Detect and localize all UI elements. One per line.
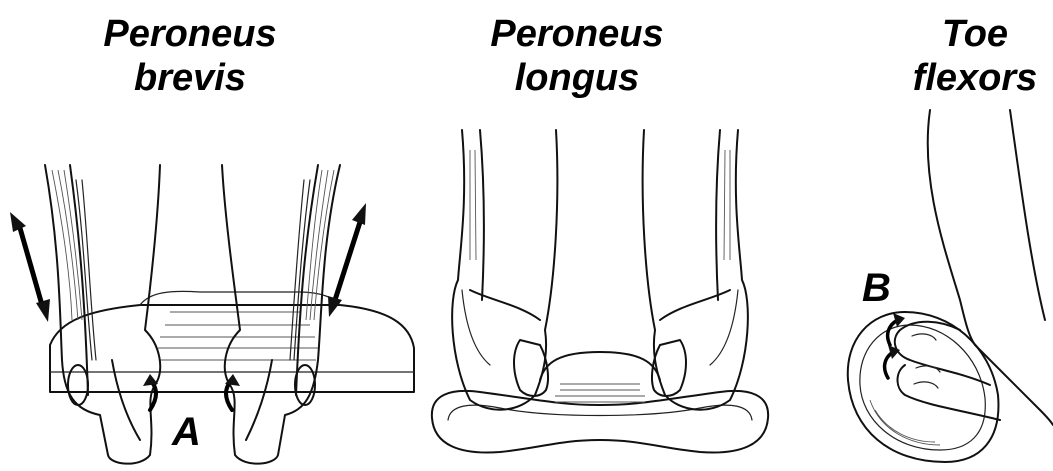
brevis-panel — [10, 165, 414, 464]
brevis-left-double-arrow — [10, 212, 50, 322]
longus-right-leg — [643, 130, 748, 410]
longus-balance-board — [432, 391, 768, 453]
longus-left-leg — [452, 130, 557, 410]
brevis-left-leg — [45, 165, 160, 464]
label-b: B — [862, 268, 891, 308]
label-a: A — [172, 412, 201, 452]
longus-panel — [432, 130, 768, 453]
brevis-right-double-arrow — [328, 203, 366, 317]
